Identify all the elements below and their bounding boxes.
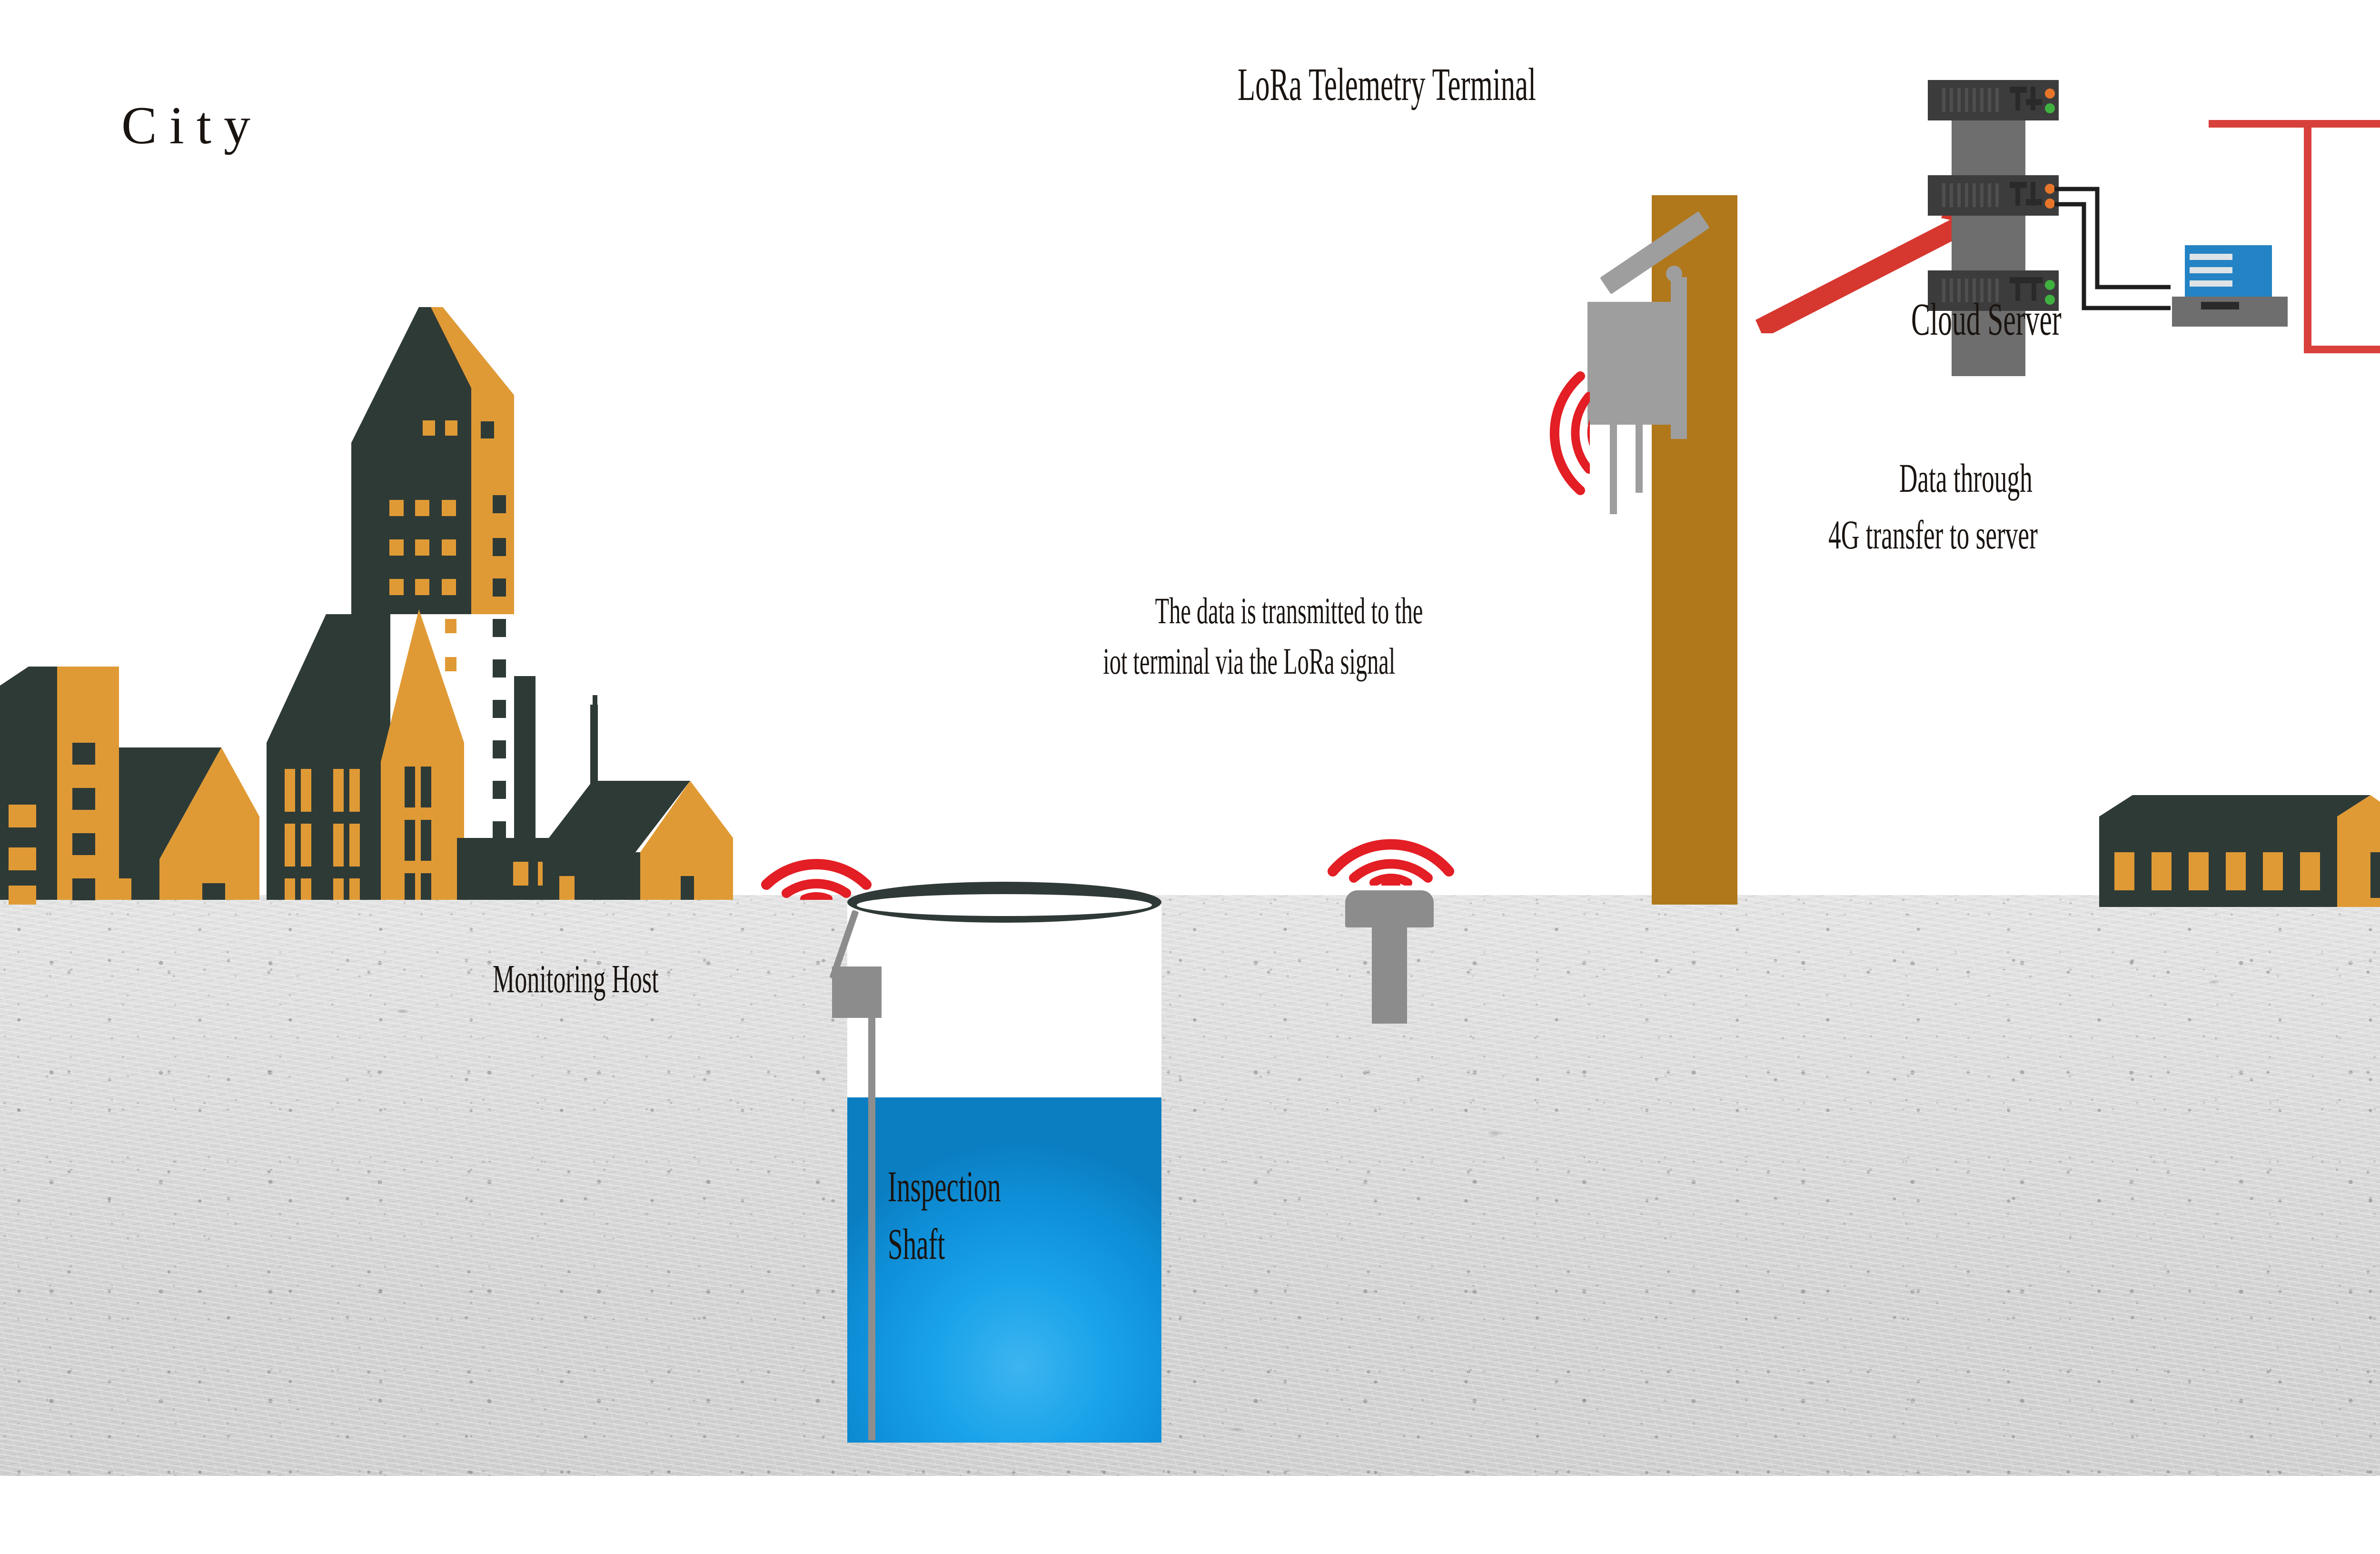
server-unit-middle — [1928, 175, 2059, 216]
server-switch — [2026, 199, 2042, 205]
server-switch — [2015, 87, 2020, 110]
note-4g-transfer: Data through 4G transfer to server — [1828, 455, 2038, 558]
manhole-opening — [857, 894, 1152, 916]
status-led-green — [2045, 295, 2055, 305]
wifi-signal-icon — [761, 859, 872, 900]
connector-line-top — [2209, 120, 2380, 128]
wifi-signal-icon — [1328, 839, 1454, 886]
note-lora-transmission: The data is transmitted to the iot termi… — [1103, 590, 1423, 682]
server-switch — [2031, 182, 2035, 206]
status-led-orange — [2045, 89, 2055, 99]
label-cloud-server: Cloud Server — [1911, 294, 2062, 345]
status-led-orange — [2045, 199, 2055, 209]
antenna-rod — [1636, 414, 1643, 493]
server-switch — [2031, 87, 2035, 110]
drive-slot — [2201, 302, 2239, 309]
server-vents — [1942, 279, 2004, 302]
status-led-orange — [2045, 184, 2055, 194]
network-cables — [2054, 187, 2171, 310]
city-skyline-right — [2099, 795, 2380, 907]
wifi-signal-icon — [1549, 371, 1590, 495]
monitoring-host-device — [832, 966, 882, 1018]
server-vents — [1942, 88, 2004, 112]
label-lora-terminal: LoRa Telemetry Terminal — [1238, 59, 1537, 110]
lora-terminal-enclosure — [1587, 302, 1684, 425]
server-switch — [2026, 99, 2042, 105]
status-led-green — [2045, 280, 2055, 290]
city-skyline-left — [5, 307, 733, 900]
server-switch — [2015, 182, 2020, 206]
buried-sensor-cap — [1345, 890, 1434, 927]
page-title-city: City — [121, 96, 263, 155]
connector-line-vertical — [2304, 120, 2311, 353]
server-switch — [2015, 277, 2020, 301]
label-inspection-shaft: Inspection Shaft — [888, 1162, 1001, 1269]
status-led-green — [2045, 103, 2055, 113]
city-skyline-left-low — [0, 667, 119, 905]
buried-sensor-stem — [1372, 919, 1407, 1024]
server-switch — [2032, 277, 2036, 301]
server-vents — [1942, 183, 2004, 207]
desktop-tower — [2172, 297, 2288, 327]
connector-line-bottom — [2304, 346, 2380, 353]
label-monitoring-host: Monitoring Host — [493, 957, 659, 1001]
shaft-water-body — [847, 1097, 1161, 1443]
desktop-monitor — [2185, 245, 2272, 300]
panel-hinge — [1666, 266, 1682, 282]
ground-concrete — [0, 895, 2380, 1476]
sensor-cable — [868, 1014, 875, 1440]
antenna-rod — [1610, 414, 1617, 514]
